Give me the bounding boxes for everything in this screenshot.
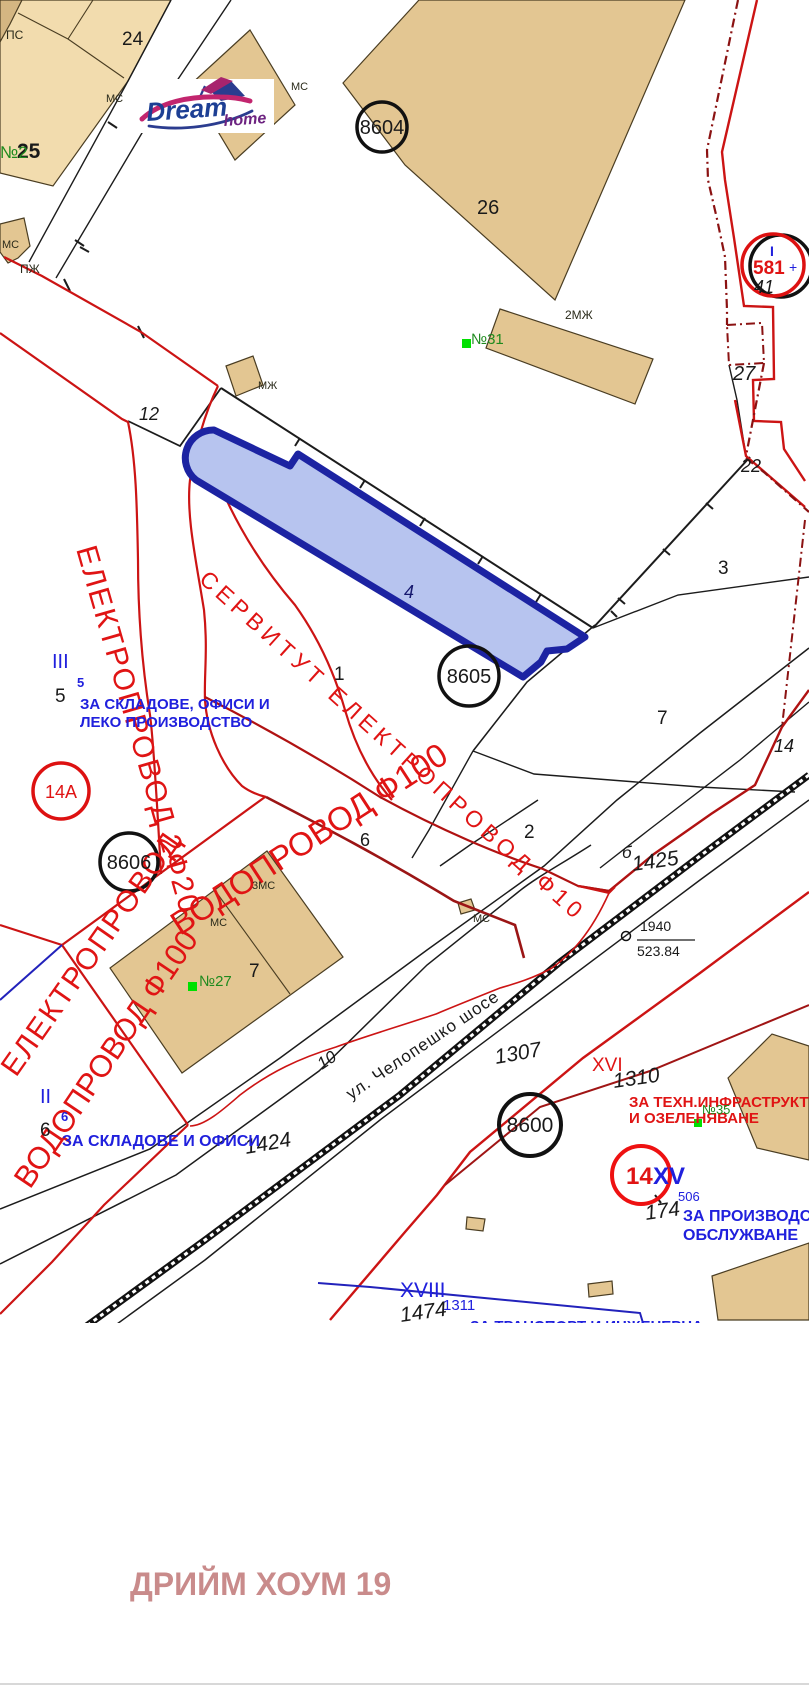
svg-text:ЗА ТРАНСПОРТ И ИНЖЕНЕРНА: ЗА ТРАНСПОРТ И ИНЖЕНЕРНА: [470, 1318, 703, 1335]
svg-text:XVI: XVI: [592, 1055, 623, 1076]
svg-text:II: II: [40, 1086, 51, 1108]
svg-text:8600: 8600: [507, 1114, 554, 1137]
svg-text:№35: №35: [702, 1102, 730, 1117]
svg-text:6: 6: [360, 830, 370, 850]
svg-text:№2: №2: [0, 143, 28, 162]
svg-text:25: 25: [17, 140, 41, 163]
svg-text:XVIII: XVIII: [400, 1279, 446, 1302]
svg-text:174: 174: [643, 1197, 681, 1225]
svg-text:МС: МС: [2, 239, 19, 251]
svg-text:8605: 8605: [447, 666, 492, 688]
svg-text:2МЖ: 2МЖ: [565, 308, 593, 322]
svg-text:26: 26: [477, 197, 499, 219]
svg-text:3: 3: [718, 558, 729, 579]
svg-text:XV: XV: [653, 1163, 685, 1190]
svg-text:III: III: [52, 651, 69, 673]
svg-text:МС: МС: [473, 913, 490, 925]
svg-text:МС: МС: [210, 917, 227, 929]
svg-text:6: 6: [61, 1109, 68, 1124]
svg-text:б: б: [622, 843, 633, 862]
svg-text:ПС: ПС: [6, 28, 24, 42]
svg-text:МЖ: МЖ: [258, 380, 277, 392]
svg-text:home: home: [223, 110, 267, 130]
svg-text:1940: 1940: [640, 918, 671, 934]
svg-text:22: 22: [740, 456, 761, 476]
svg-text:И ОЗЕЛЕНЯВАНЕ: И ОЗЕЛЕНЯВАНЕ: [629, 1110, 759, 1127]
svg-text:ЗА ПРОИЗВОДСТВЕ: ЗА ПРОИЗВОДСТВЕ: [683, 1208, 809, 1225]
svg-text:ЗА СКЛАДОВЕ И ОФИСИ: ЗА СКЛАДОВЕ И ОФИСИ: [62, 1133, 260, 1150]
svg-text:МС: МС: [106, 93, 123, 105]
svg-text:14: 14: [774, 736, 794, 756]
svg-text:14А: 14А: [45, 782, 77, 802]
svg-text:ПЖ: ПЖ: [20, 262, 40, 276]
svg-text:I: I: [770, 243, 774, 259]
svg-text:ДРИЙМ ХОУМ 19: ДРИЙМ ХОУМ 19: [130, 1566, 391, 1602]
svg-text:ЗА СКЛАДОВЕ, ОФИСИ И: ЗА СКЛАДОВЕ, ОФИСИ И: [80, 696, 270, 713]
svg-text:Dream: Dream: [145, 91, 228, 127]
svg-text:ОБСЛУЖВАНЕ: ОБСЛУЖВАНЕ: [683, 1227, 798, 1244]
svg-text:7: 7: [657, 708, 668, 729]
svg-text:1: 1: [334, 664, 345, 685]
svg-text:4: 4: [404, 582, 414, 602]
svg-text:№27: №27: [199, 973, 232, 990]
svg-text:506: 506: [678, 1189, 700, 1204]
svg-text:МС: МС: [291, 81, 308, 93]
svg-text:1311: 1311: [443, 1297, 475, 1314]
svg-text:6: 6: [40, 1120, 51, 1141]
svg-text:8606: 8606: [107, 852, 152, 874]
svg-text:14: 14: [626, 1163, 653, 1190]
svg-text:523.84: 523.84: [637, 943, 680, 959]
svg-text:12: 12: [139, 404, 159, 424]
svg-text:+: +: [789, 259, 797, 275]
svg-text:2: 2: [524, 822, 535, 843]
svg-text:ЛЕКО ПРОИЗВОДСТВО: ЛЕКО ПРОИЗВОДСТВО: [80, 714, 253, 731]
svg-text:3МС: 3МС: [252, 880, 275, 892]
svg-text:41: 41: [754, 277, 774, 297]
svg-text:8604: 8604: [360, 117, 405, 139]
svg-text:5: 5: [77, 675, 84, 690]
svg-text:ЗА ТЕХН.ИНФРАСТРУКТУРА: ЗА ТЕХН.ИНФРАСТРУКТУРА: [629, 1094, 809, 1111]
svg-text:581: 581: [753, 258, 785, 279]
svg-text:№31: №31: [471, 331, 504, 348]
svg-text:5: 5: [55, 686, 66, 707]
svg-text:27: 27: [732, 363, 756, 385]
svg-text:24: 24: [122, 29, 144, 50]
svg-text:7: 7: [249, 961, 260, 982]
